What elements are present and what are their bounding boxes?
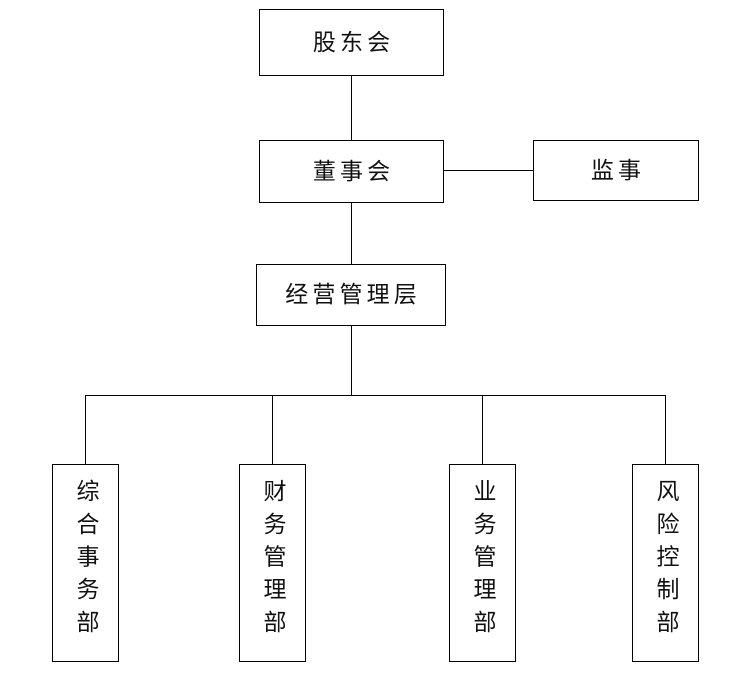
node-risk-control[interactable]: 风险控制部 — [632, 464, 699, 662]
node-risk-control-label: 风险控制部 — [653, 479, 678, 643]
connector-department-bus — [85, 395, 666, 396]
node-finance[interactable]: 财务管理部 — [239, 464, 306, 662]
node-supervisor-label: 监事 — [590, 157, 646, 183]
connector-board-to-management — [351, 203, 352, 264]
connector-bus-to-risk-control — [665, 395, 666, 464]
node-business[interactable]: 业务管理部 — [449, 464, 516, 662]
node-management[interactable]: 经营管理层 — [256, 264, 446, 326]
connector-management-to-bus — [351, 326, 352, 396]
connector-bus-to-business — [482, 395, 483, 464]
connector-shareholders-to-board — [351, 76, 352, 140]
node-business-label: 业务管理部 — [470, 479, 495, 643]
node-general-affairs-label: 综合事务部 — [73, 479, 98, 643]
node-finance-label: 财务管理部 — [260, 479, 285, 643]
connector-bus-to-finance — [272, 395, 273, 464]
node-shareholders-label: 股东会 — [312, 29, 395, 55]
node-shareholders[interactable]: 股东会 — [259, 9, 444, 76]
node-board-label: 董事会 — [312, 158, 395, 184]
connector-bus-to-general-affairs — [85, 395, 86, 464]
connector-board-to-supervisor — [444, 170, 533, 171]
node-board[interactable]: 董事会 — [259, 140, 444, 203]
node-supervisor[interactable]: 监事 — [533, 140, 699, 201]
node-management-label: 经营管理层 — [285, 282, 421, 308]
node-general-affairs[interactable]: 综合事务部 — [52, 464, 119, 662]
